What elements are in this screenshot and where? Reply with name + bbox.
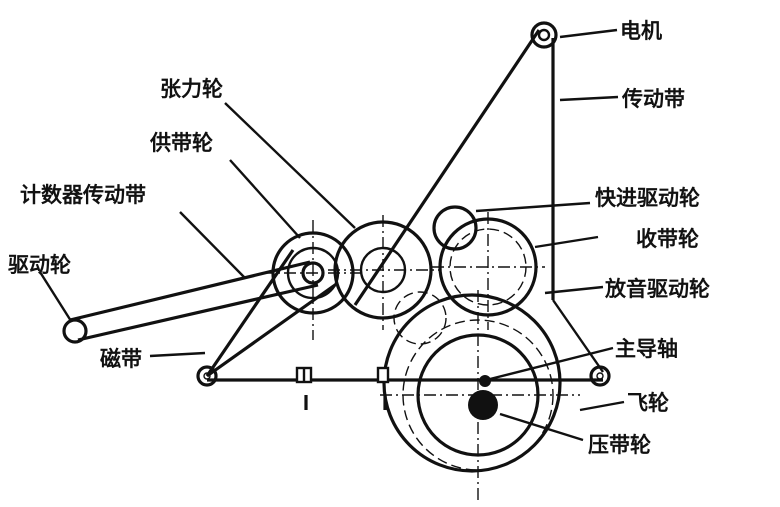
fast-forward-drive-wheel-label: 快进驱动轮 <box>595 186 700 210</box>
tension-wheel <box>328 215 440 330</box>
takeup-reel <box>432 212 545 330</box>
tape-head-2 <box>376 366 390 410</box>
pinch-roller-label: 压带轮 <box>588 433 651 457</box>
counter-belt-label: 计数器传动带 <box>20 183 146 207</box>
motor-pulley <box>530 21 558 49</box>
drive-wheel-label: 驱动轮 <box>8 253 71 277</box>
pinch-roller <box>468 390 498 420</box>
right-guide-roller <box>589 365 611 387</box>
capstan-label: 主导轴 <box>615 337 678 361</box>
leader-lines <box>38 28 625 442</box>
drive-wheel <box>62 318 88 344</box>
fast-forward-drive-wheel <box>432 205 478 251</box>
capstan <box>479 375 491 387</box>
tape-head-1 <box>295 366 313 410</box>
playback-drive-wheel-label: 放音驱动轮 <box>604 277 710 301</box>
takeup-reel-label: 收带轮 <box>636 227 699 251</box>
left-guide-roller <box>196 365 218 387</box>
drive-belt-path <box>353 29 604 373</box>
magnetic-tape-label: 磁带 <box>100 347 142 371</box>
playback-drive-wheel <box>393 291 447 345</box>
counter-belt-path <box>69 260 319 342</box>
flywheel-label: 飞轮 <box>627 391 669 415</box>
drive-belt-label: 传动带 <box>621 87 685 111</box>
tension-wheel-label: 张力轮 <box>160 77 223 101</box>
supply-reel <box>262 220 362 340</box>
motor-label: 电机 <box>620 19 662 43</box>
supply-reel-label: 供带轮 <box>149 131 213 155</box>
